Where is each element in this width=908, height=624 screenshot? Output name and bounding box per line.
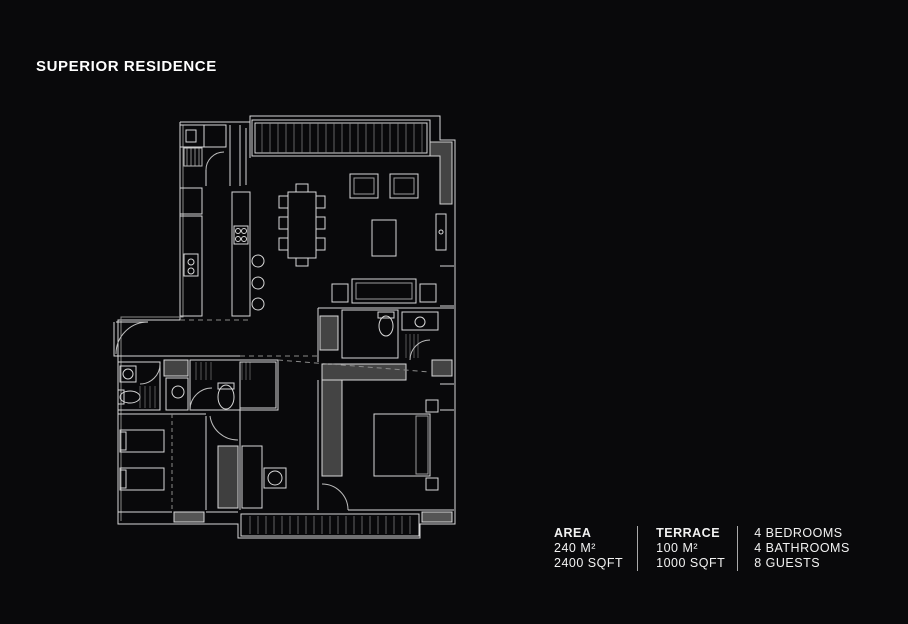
area-sqft: 2400 SQFT bbox=[554, 556, 624, 570]
guests-count: 8 GUESTS bbox=[754, 556, 821, 570]
terrace-stats: TERRACE 100 M² 1000 SQFT bbox=[656, 526, 725, 571]
bedroom-2 bbox=[118, 413, 206, 510]
entry bbox=[113, 321, 240, 357]
hall-bath bbox=[163, 359, 279, 510]
north-terrace bbox=[251, 119, 453, 205]
south-terrace bbox=[118, 511, 453, 537]
service-core bbox=[179, 124, 241, 186]
terrace-label: TERRACE bbox=[656, 526, 721, 540]
study bbox=[217, 445, 287, 509]
terrace-sqft: 1000 SQFT bbox=[656, 556, 726, 570]
kitchen bbox=[179, 187, 265, 317]
terrace-sqm: 100 M² bbox=[656, 541, 699, 555]
living-dining bbox=[278, 173, 454, 307]
bathrooms-count: 4 BATHROOMS bbox=[754, 541, 850, 555]
area-label: AREA bbox=[554, 526, 592, 540]
master-suite bbox=[317, 307, 454, 511]
feature-stats: 4 BEDROOMS 4 BATHROOMS 8 GUESTS bbox=[754, 526, 850, 571]
page-title: SUPERIOR RESIDENCE bbox=[36, 58, 217, 75]
area-sqm: 240 M² bbox=[554, 541, 596, 555]
stats-divider bbox=[737, 526, 739, 571]
area-stats: AREA 240 M² 2400 SQFT bbox=[554, 526, 623, 571]
stats-divider bbox=[637, 526, 639, 571]
corridor-guides bbox=[180, 319, 431, 373]
residence-stats: AREA 240 M² 2400 SQFT TERRACE 100 M² 100… bbox=[554, 526, 850, 571]
powder-bath bbox=[117, 361, 161, 411]
bedrooms-count: 4 BEDROOMS bbox=[754, 526, 843, 540]
